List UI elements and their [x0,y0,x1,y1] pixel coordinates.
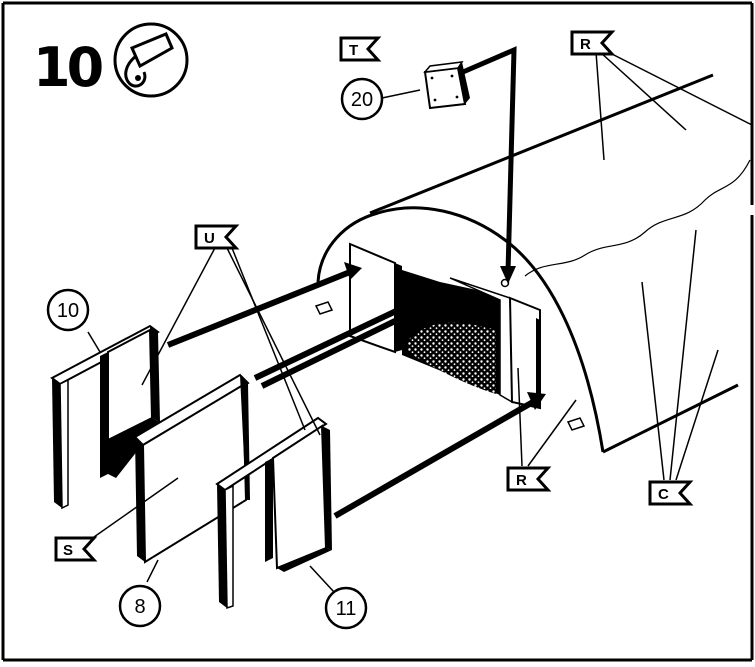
part-11-door-frame [215,416,332,610]
part-20-piece [423,61,470,110]
glue-tube-icon [113,22,189,98]
flag-label-r-bottom: R [506,466,552,492]
quonset-hut [314,73,751,454]
flag-label-s: S [54,536,98,562]
svg-text:R: R [516,472,527,489]
svg-text:C: C [658,486,669,503]
step-number: 10 [33,36,102,99]
flag-label-c: C [648,480,694,506]
svg-text:R: R [580,36,591,53]
flag-label-r-top: R [570,30,616,56]
part-8-door-panel [133,373,250,564]
svg-text:U: U [204,230,215,247]
flag-label-u: U [194,224,240,250]
svg-text:11: 11 [336,598,357,620]
part-number-8: 8 [118,584,162,628]
part-number-20: 20 [340,77,384,121]
svg-text:10: 10 [57,300,79,322]
leader-lines [83,49,753,593]
svg-text:T: T [349,42,358,59]
assembly-arrows [166,46,546,519]
part-number-11: 11 [324,586,368,630]
flag-label-t: T [339,36,382,62]
svg-text:8: 8 [134,596,145,618]
svg-text:S: S [63,542,73,559]
svg-text:20: 20 [351,89,373,111]
part-number-10: 10 [46,288,90,332]
